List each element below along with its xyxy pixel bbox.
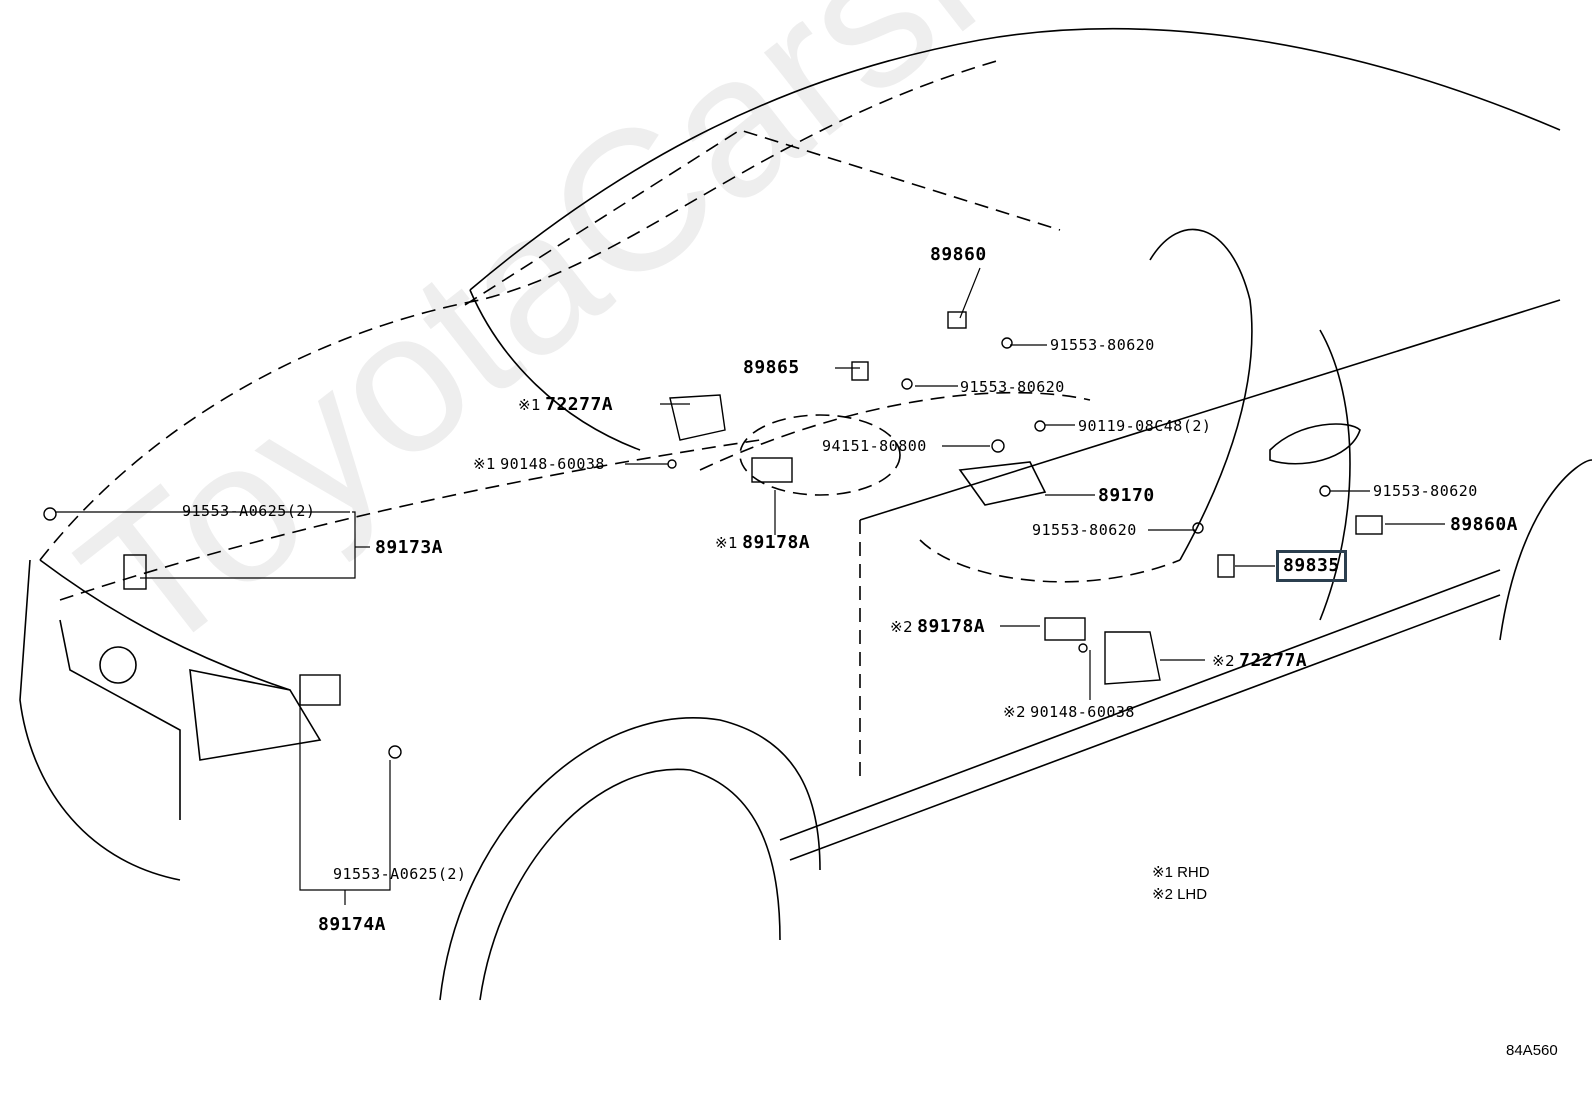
- part-label-91553-80620[interactable]: 91553-80620: [960, 378, 1065, 396]
- part-number: 94151-80800: [822, 437, 927, 455]
- part-number: 91553-A0625(2): [333, 865, 467, 883]
- leader-lines: [55, 267, 1445, 905]
- illustration-code: 84A560: [1506, 1042, 1558, 1059]
- legend-text: RHD: [1177, 864, 1210, 881]
- part-number: 89173A: [375, 537, 444, 558]
- emblem: [99, 646, 137, 684]
- part-number: 89860A: [1450, 514, 1519, 535]
- airbag-sensor-assembly-shape: [958, 461, 1047, 506]
- part-number: 90119-08C48(2): [1078, 417, 1212, 435]
- part-number: 91553-A0625(2): [182, 502, 316, 520]
- door-belt: [859, 299, 1561, 521]
- front-bumper: [19, 559, 181, 881]
- part-label-89860a[interactable]: 89860A: [1450, 514, 1518, 536]
- steering-wheel: [739, 414, 901, 496]
- part-number: 72277A: [545, 394, 614, 415]
- dashboard: [699, 391, 1091, 471]
- part-number: 91553-80620: [1032, 521, 1137, 539]
- rocker-panel: [779, 569, 1501, 841]
- part-number: 89178A: [917, 616, 986, 637]
- front-wheel: [479, 768, 781, 1001]
- lhd-marker: ※2: [1003, 703, 1027, 721]
- part-number: 89170: [1098, 485, 1155, 506]
- fastener-glyphs: [43, 311, 1383, 759]
- part-label-89174a[interactable]: 89174A: [318, 914, 386, 936]
- part-number: 89835: [1283, 555, 1340, 576]
- rhd-marker: ※1: [715, 534, 739, 552]
- part-number: 89174A: [318, 914, 387, 935]
- part-label-89170[interactable]: 89170: [1098, 485, 1155, 507]
- seat-back: [1149, 228, 1253, 561]
- part-number: 89860: [930, 244, 987, 265]
- legend-marker: ※2: [1152, 886, 1173, 903]
- part-label-91553-80620[interactable]: 91553-80620: [1032, 521, 1137, 539]
- part-number: 91553-80620: [1373, 482, 1478, 500]
- door-rear: [1319, 329, 1351, 621]
- part-number: 89178A: [742, 532, 811, 553]
- legend-item-lhd: ※2 LHD: [1152, 884, 1210, 906]
- part-label-91553-80620[interactable]: 91553-80620: [1050, 336, 1155, 354]
- rear-wheel-arch: [1499, 459, 1592, 641]
- legend-item-rhd: ※1 RHD: [1152, 862, 1210, 884]
- lhd-marker: ※2: [1212, 652, 1236, 670]
- part-label-89173a[interactable]: 89173A: [375, 537, 443, 559]
- windshield: [464, 129, 1061, 306]
- part-number: 91553-80620: [960, 378, 1065, 396]
- part-label-89865[interactable]: 89865: [743, 357, 800, 379]
- a-pillar: [469, 289, 641, 451]
- door-handle: [1269, 423, 1361, 465]
- part-number: 89865: [743, 357, 800, 378]
- part-label-89835-highlighted[interactable]: 89835: [1276, 550, 1347, 582]
- roof-line: [469, 27, 1561, 291]
- rhd-marker: ※1: [518, 396, 542, 414]
- part-number: 91553-80620: [1050, 336, 1155, 354]
- part-label-91553-a0625[interactable]: 91553-A0625(2): [182, 502, 315, 520]
- part-label-94151-80800[interactable]: 94151-80800: [822, 437, 927, 455]
- part-label-89860[interactable]: 89860: [930, 244, 987, 266]
- headlight: [189, 669, 322, 761]
- part-number: 90148-60038: [1030, 703, 1135, 721]
- lhd-marker: ※2: [890, 618, 914, 636]
- hood-line: [59, 439, 761, 601]
- roof-line-dashed: [39, 59, 1001, 561]
- legend-marker: ※1: [1152, 864, 1173, 881]
- part-number: 90148-60038: [500, 455, 605, 473]
- grille: [59, 619, 181, 820]
- part-label-91553-80620[interactable]: 91553-80620: [1373, 482, 1478, 500]
- seat-cushion: [919, 539, 1181, 583]
- front-wheel-arch: [439, 717, 821, 1001]
- legend: ※1 RHD ※2 LHD: [1152, 862, 1210, 906]
- part-label-90119-08c48[interactable]: 90119-08C48(2): [1078, 417, 1211, 435]
- rocker-panel-lower: [789, 594, 1501, 861]
- part-label-91553-a0625[interactable]: 91553-A0625(2): [333, 865, 466, 883]
- rhd-marker: ※1: [473, 455, 497, 473]
- part-number: 72277A: [1239, 650, 1308, 671]
- legend-text: LHD: [1177, 886, 1208, 903]
- hood-edge: [39, 559, 291, 691]
